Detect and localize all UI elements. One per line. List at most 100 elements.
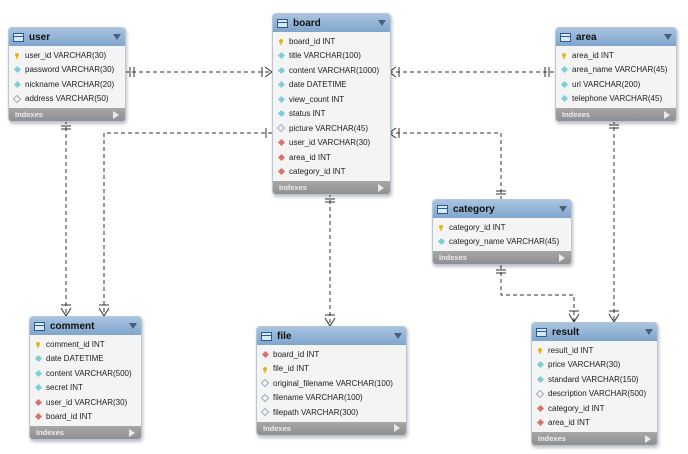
column-row: secret INT [30, 381, 141, 396]
indexes-label: Indexes [15, 110, 43, 119]
column-label: area_id INT [572, 50, 614, 60]
column-icon [536, 375, 544, 383]
collapse-arrow-icon[interactable] [394, 333, 402, 339]
column-label: board_id INT [46, 412, 93, 422]
indexes-bar[interactable]: Indexes [257, 421, 406, 435]
foreign-key-icon [261, 350, 269, 358]
primary-key-icon [34, 340, 42, 348]
collapse-arrow-icon[interactable] [664, 34, 672, 40]
nullable-column-icon [536, 390, 544, 398]
table-comment[interactable]: comment comment_id INT date DATETIME con… [29, 316, 142, 440]
collapse-arrow-icon[interactable] [378, 20, 386, 26]
column-row: price VARCHAR(30) [532, 358, 657, 373]
expand-arrow-icon[interactable] [559, 253, 565, 262]
column-row: view_count INT [273, 92, 390, 107]
expand-arrow-icon[interactable] [378, 183, 384, 192]
foreign-key-icon [277, 139, 285, 147]
indexes-label: Indexes [263, 423, 291, 433]
indexes-bar[interactable]: Indexes [30, 426, 141, 439]
table-header[interactable]: file [257, 327, 406, 345]
nullable-column-icon [261, 379, 269, 387]
table-header[interactable]: board [273, 14, 390, 32]
table-board[interactable]: board board_id INT title VARCHAR(100) co… [272, 13, 391, 195]
column-label: file_id INT [273, 364, 310, 374]
column-label: board_id INT [273, 349, 320, 359]
column-row: area_id INT [273, 150, 390, 165]
column-label: title VARCHAR(100) [289, 51, 361, 61]
column-row: content VARCHAR(1000) [273, 63, 390, 78]
foreign-key-icon [536, 404, 544, 412]
foreign-key-icon [277, 168, 285, 176]
indexes-bar[interactable]: Indexes [556, 108, 676, 121]
table-name: comment [50, 320, 95, 332]
column-row: password VARCHAR(30) [9, 63, 125, 78]
column-row: board_id INT [30, 410, 141, 425]
table-icon [536, 327, 547, 337]
column-row: user_id VARCHAR(30) [30, 395, 141, 410]
table-category[interactable]: category category_id INT category_name V… [432, 199, 572, 265]
column-label: original_filename VARCHAR(100) [273, 378, 393, 388]
table-header[interactable]: category [433, 200, 571, 218]
column-icon [34, 369, 42, 377]
indexes-label: Indexes [562, 110, 590, 119]
column-icon [536, 361, 544, 369]
column-icon [277, 81, 285, 89]
column-row: category_id INT [433, 220, 571, 235]
column-label: status INT [289, 109, 326, 119]
expand-arrow-icon[interactable] [129, 428, 135, 437]
indexes-label: Indexes [439, 253, 467, 262]
table-header[interactable]: result [532, 323, 657, 341]
table-icon [560, 32, 571, 42]
column-label: address VARCHAR(50) [25, 94, 109, 104]
table-header[interactable]: comment [30, 317, 141, 335]
table-name: file [277, 330, 292, 342]
column-label: user_id VARCHAR(30) [46, 397, 128, 407]
table-icon [34, 321, 45, 331]
collapse-arrow-icon[interactable] [645, 329, 653, 335]
indexes-bar[interactable]: Indexes [9, 108, 125, 121]
column-label: comment_id INT [46, 339, 105, 349]
indexes-bar[interactable]: Indexes [532, 432, 657, 445]
column-row: status INT [273, 107, 390, 122]
column-icon [560, 80, 568, 88]
indexes-label: Indexes [279, 183, 307, 192]
table-area[interactable]: area area_id INT area_name VARCHAR(45) u… [555, 27, 677, 122]
column-icon [34, 355, 42, 363]
expand-arrow-icon[interactable] [664, 110, 670, 119]
primary-key-icon [560, 51, 568, 59]
collapse-arrow-icon[interactable] [113, 34, 121, 40]
table-name: area [576, 31, 597, 43]
table-icon [261, 331, 272, 341]
table-icon [277, 18, 288, 28]
rel-category-result [500, 265, 575, 322]
foreign-key-icon [536, 419, 544, 427]
column-label: category_id INT [289, 167, 346, 177]
table-file[interactable]: file board_id INT file_id INT original_f… [256, 326, 407, 436]
table-header[interactable]: area [556, 28, 676, 46]
table-name: board [293, 17, 321, 29]
column-row: user_id VARCHAR(30) [273, 136, 390, 151]
column-label: secret INT [46, 383, 83, 393]
column-row: area_id INT [556, 48, 676, 63]
table-result[interactable]: result result_id INT price VARCHAR(30) s… [531, 322, 658, 446]
indexes-bar[interactable]: Indexes [273, 181, 390, 194]
column-row: area_id INT [532, 416, 657, 431]
collapse-arrow-icon[interactable] [129, 323, 137, 329]
nullable-column-icon [277, 124, 285, 132]
column-icon [437, 238, 445, 246]
column-label: area_name VARCHAR(45) [572, 65, 668, 75]
primary-key-icon [437, 223, 445, 231]
column-row: picture VARCHAR(45) [273, 121, 390, 136]
column-row: description VARCHAR(500) [532, 387, 657, 402]
table-name: category [453, 203, 495, 215]
collapse-arrow-icon[interactable] [559, 206, 567, 212]
column-label: category_id INT [449, 222, 506, 232]
table-user[interactable]: user user_id VARCHAR(30) password VARCHA… [8, 27, 126, 122]
table-header[interactable]: user [9, 28, 125, 46]
nullable-column-icon [261, 408, 269, 416]
indexes-bar[interactable]: Indexes [433, 251, 571, 264]
rel-board-category [389, 132, 502, 199]
expand-arrow-icon[interactable] [645, 434, 651, 443]
expand-arrow-icon[interactable] [394, 424, 400, 432]
expand-arrow-icon[interactable] [113, 110, 119, 119]
